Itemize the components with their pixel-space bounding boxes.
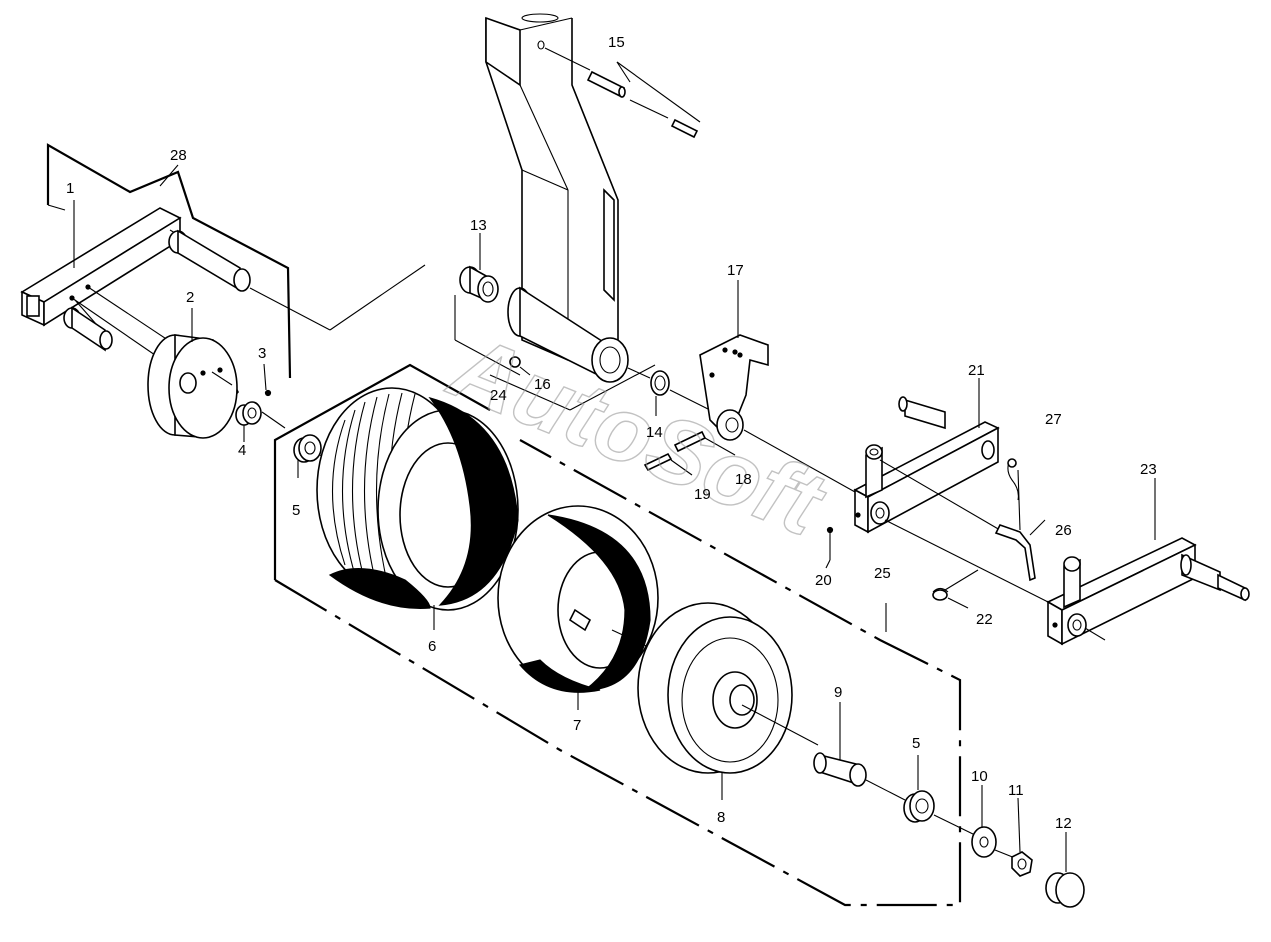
callout-6: 6 bbox=[428, 638, 436, 655]
part-27-spring-clip bbox=[1007, 458, 1019, 501]
callout-15: 15 bbox=[608, 34, 625, 51]
part-13-bushing bbox=[459, 265, 499, 303]
callout-19: 19 bbox=[694, 486, 711, 503]
part-12-cap bbox=[1045, 872, 1085, 908]
part-4-nut bbox=[235, 401, 286, 429]
part-7-inner-tube bbox=[497, 505, 659, 693]
callout-5-left: 5 bbox=[292, 502, 300, 519]
callout-8: 8 bbox=[717, 809, 725, 826]
group-bracket-28 bbox=[46, 143, 292, 379]
part-leg-post bbox=[454, 13, 656, 411]
callout-25: 25 bbox=[874, 565, 891, 582]
callout-28: 28 bbox=[170, 147, 187, 164]
callout-24: 24 bbox=[490, 387, 507, 404]
part-6-tire bbox=[316, 387, 519, 611]
callout-17: 17 bbox=[727, 262, 744, 279]
leader-lines bbox=[73, 164, 1156, 872]
callout-labels: 1 2 3 4 5 6 7 8 9 5 10 11 12 13 14 15 16… bbox=[66, 34, 1157, 832]
part-2-hub-cup bbox=[147, 334, 239, 439]
part-23-swivel-axle bbox=[1046, 537, 1250, 646]
part-26-handle-pin bbox=[994, 524, 1036, 582]
part-21-swivel-axle bbox=[853, 396, 1061, 609]
part-19-pin bbox=[643, 452, 693, 476]
part-8-rim bbox=[637, 602, 819, 774]
part-3-pin bbox=[264, 389, 272, 397]
part-1-axle-frame bbox=[20, 207, 426, 369]
part-11-nut bbox=[1011, 851, 1033, 877]
callout-5-right: 5 bbox=[912, 735, 920, 752]
callout-4: 4 bbox=[238, 442, 246, 459]
callout-26: 26 bbox=[1055, 522, 1072, 539]
part-20-fitting bbox=[826, 526, 834, 560]
part-10-washer bbox=[971, 826, 1016, 859]
callout-9: 9 bbox=[834, 684, 842, 701]
callout-22: 22 bbox=[976, 611, 993, 628]
part-22-clip bbox=[932, 569, 979, 609]
callout-18: 18 bbox=[735, 471, 752, 488]
callout-16: 16 bbox=[534, 376, 551, 393]
callout-3: 3 bbox=[258, 345, 266, 362]
callout-1: 1 bbox=[66, 180, 74, 197]
callout-12: 12 bbox=[1055, 815, 1072, 832]
part-16-screw bbox=[509, 356, 531, 376]
part-5-bearing-left bbox=[293, 434, 346, 469]
part-9-spacer bbox=[813, 752, 906, 801]
callout-11: 11 bbox=[1008, 782, 1024, 799]
part-17-lever-plate bbox=[699, 334, 856, 493]
part-5-bearing-right bbox=[903, 790, 976, 836]
part-18-pin bbox=[673, 430, 736, 456]
callout-20: 20 bbox=[815, 572, 832, 589]
callout-14: 14 bbox=[646, 424, 663, 441]
callout-7: 7 bbox=[573, 717, 581, 734]
callout-2: 2 bbox=[186, 289, 194, 306]
group-bracket-24-25 bbox=[273, 363, 962, 907]
callout-13: 13 bbox=[470, 217, 487, 234]
part-14-ring bbox=[650, 370, 711, 411]
part-15-pins bbox=[586, 61, 701, 139]
callout-23: 23 bbox=[1140, 461, 1157, 478]
callout-10: 10 bbox=[971, 768, 988, 785]
callout-27: 27 bbox=[1045, 411, 1062, 428]
callout-21: 21 bbox=[968, 362, 985, 379]
